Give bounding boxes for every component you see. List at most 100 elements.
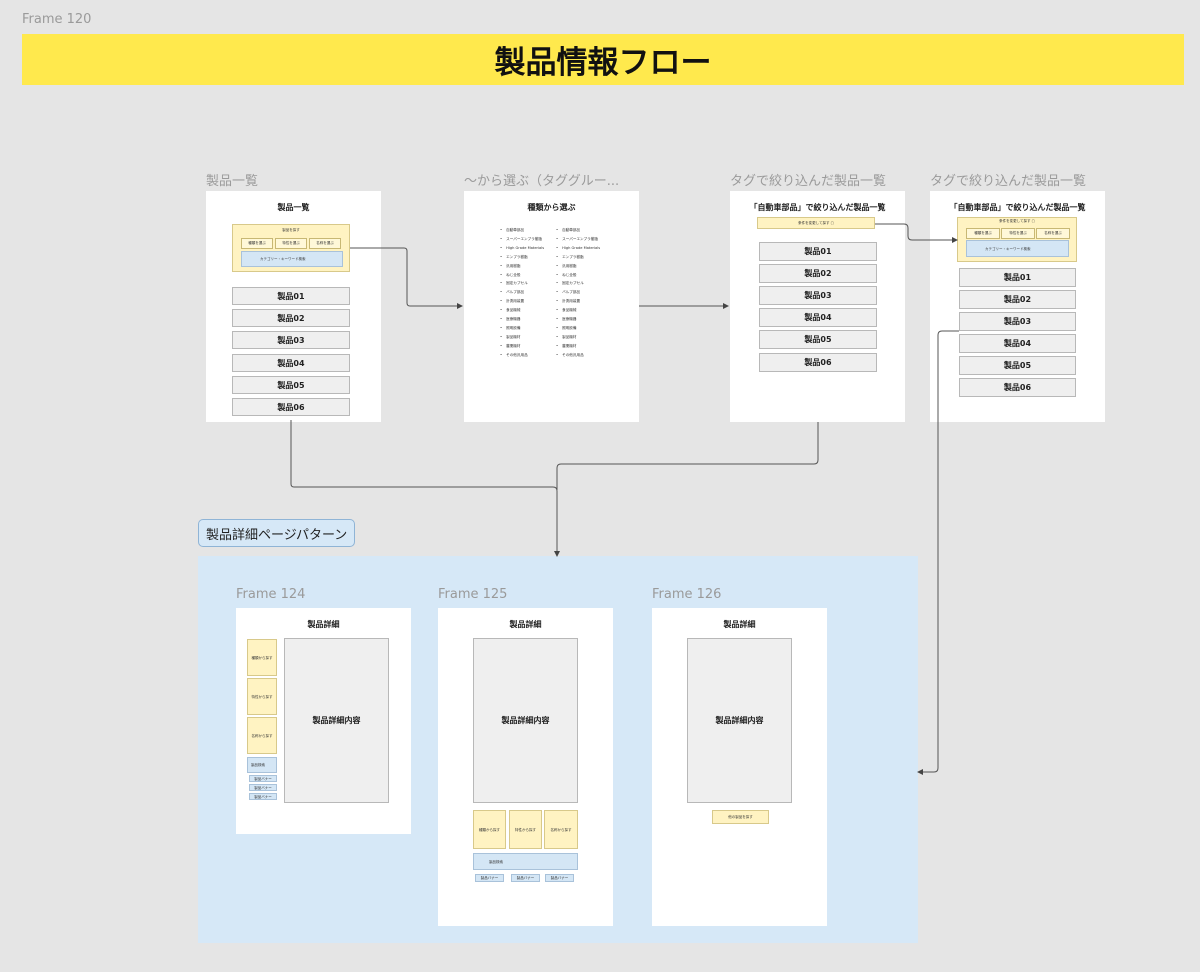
tag-list-item[interactable]: 自動車部品 [500, 228, 524, 233]
tag-list-item[interactable]: ねじ全般 [500, 273, 520, 278]
product-item[interactable]: 製品03 [232, 331, 350, 349]
tag-list-item[interactable]: ねじ全般 [556, 273, 576, 278]
keyword-search-input[interactable]: カテゴリー・キーワード検索 [241, 251, 343, 267]
detail-content-area: 製品詳細内容 [473, 638, 578, 803]
tag-list-item[interactable]: その他汎用品 [500, 353, 528, 358]
detail-frame-126: 製品詳細 製品詳細内容 他の製品を探す [652, 608, 827, 926]
search-by-trait-button[interactable]: 特性から探す [509, 810, 542, 849]
frame-label-filtered-list-1: タグで絞り込んだ製品一覧 [730, 174, 887, 189]
product-item[interactable]: 製品06 [759, 353, 877, 372]
tag-list-item[interactable]: 照明設備 [556, 326, 576, 331]
tag-list-item[interactable]: 汎用樹脂 [556, 264, 576, 269]
find-other-products-button[interactable]: 他の製品を探す [712, 810, 769, 824]
product-item[interactable]: 製品02 [232, 309, 350, 327]
product-item[interactable]: 製品05 [759, 330, 877, 349]
tag-list-item[interactable]: 計測用装置 [500, 299, 524, 304]
tag-list-item[interactable]: スーパーエンプラ樹脂 [556, 237, 598, 242]
frame-label-product-list: 製品一覧 [206, 174, 259, 189]
search-by-type-button[interactable]: 種類から探す [473, 810, 506, 849]
product-item[interactable]: 製品05 [232, 376, 350, 394]
product-item[interactable]: 製品05 [959, 356, 1076, 375]
product-banner[interactable]: 製品バナー [249, 793, 277, 800]
search-panel-title: 製品を探す [282, 228, 300, 232]
product-item[interactable]: 製品01 [759, 242, 877, 261]
tag-list-item[interactable]: 汎用樹脂 [500, 264, 520, 269]
product-search-link[interactable]: 製品検索 [247, 757, 277, 773]
expanded-search-panel: 条件を変更して探す ▢ 種類を選ぶ 特性を選ぶ 名称を選ぶ カテゴリー・キーワー… [957, 217, 1077, 262]
product-search-panel: 製品を探す 種類を選ぶ 特性を選ぶ 名称を選ぶ カテゴリー・キーワード検索 [232, 224, 350, 272]
tag-list-item[interactable]: 計測用装置 [556, 299, 580, 304]
tag-list-item[interactable]: エンプラ樹脂 [556, 255, 583, 260]
tag-list-item[interactable]: バルブ部品 [556, 290, 580, 295]
tag-list-item[interactable]: High Grade Materials [500, 246, 544, 250]
trait-select-button[interactable]: 特性を選ぶ [1001, 228, 1035, 239]
frame-title: 「自動車部品」で絞り込んだ製品一覧 [949, 203, 1086, 212]
search-by-trait-button[interactable]: 特性から探す [247, 678, 277, 715]
search-by-name-button[interactable]: 名称から探す [247, 717, 277, 754]
frame-title: 製品詳細 [723, 620, 756, 629]
name-select-button[interactable]: 名称を選ぶ [1036, 228, 1070, 239]
product-item[interactable]: 製品03 [959, 312, 1076, 331]
search-by-type-button[interactable]: 種類から探す [247, 639, 277, 676]
filtered-list-frame-2: 「自動車部品」で絞り込んだ製品一覧 条件を変更して探す ▢ 種類を選ぶ 特性を選… [930, 191, 1105, 422]
tag-list-item[interactable]: その他汎用品 [556, 353, 584, 358]
tag-list-item[interactable]: 食品機械 [500, 308, 520, 313]
tag-list-item[interactable]: 農業機材 [500, 344, 520, 349]
flow-arrow-expanded-to-detail [917, 330, 959, 775]
canvas-frame-label: Frame 120 [22, 12, 92, 27]
type-select-button[interactable]: 種類を選ぶ [966, 228, 1000, 239]
keyword-search-input[interactable]: カテゴリー・キーワード検索 [966, 240, 1069, 257]
product-item[interactable]: 製品06 [959, 378, 1076, 397]
product-item[interactable]: 製品04 [759, 308, 877, 327]
type-select-frame: 種類から選ぶ 自動車部品スーパーエンプラ樹脂High Grade Materia… [464, 191, 639, 422]
tag-list-item[interactable]: 食品機械 [556, 308, 576, 313]
frame-label-125: Frame 125 [438, 587, 508, 602]
product-search-bar[interactable]: 製品検索 [473, 853, 578, 870]
page-title: 製品情報フロー [494, 45, 712, 81]
frame-label-124: Frame 124 [236, 587, 306, 602]
tag-list-item[interactable]: 固定カプセル [556, 281, 584, 286]
tag-list-item[interactable]: エンプラ樹脂 [500, 255, 527, 260]
product-item[interactable]: 製品04 [232, 354, 350, 372]
product-item[interactable]: 製品02 [759, 264, 877, 283]
tag-list-item[interactable]: 照明設備 [500, 326, 520, 331]
search-by-name-button[interactable]: 名称から探す [544, 810, 578, 849]
tag-list-item[interactable]: 製品機材 [556, 335, 576, 340]
tag-list-item[interactable]: 固定カプセル [500, 281, 528, 286]
frame-label-126: Frame 126 [652, 587, 722, 602]
detail-content-area: 製品詳細内容 [687, 638, 792, 803]
product-banner[interactable]: 製品バナー [511, 874, 540, 882]
product-banner[interactable]: 製品バナー [545, 874, 574, 882]
tag-list-item[interactable]: High Grade Materials [556, 246, 600, 250]
section-label: 製品詳細ページパターン [198, 519, 356, 547]
tag-list-item[interactable]: 医療機器 [556, 317, 576, 322]
product-item[interactable]: 製品01 [232, 287, 350, 305]
product-banner[interactable]: 製品バナー [249, 784, 277, 791]
frame-title: 製品詳細 [307, 620, 340, 629]
product-item[interactable]: 製品01 [959, 268, 1076, 287]
title-banner: 製品情報フロー [22, 34, 1184, 85]
product-item[interactable]: 製品06 [232, 398, 350, 416]
tag-list-item[interactable]: 医療機器 [500, 317, 520, 322]
product-list-frame: 製品一覧 製品を探す 種類を選ぶ 特性を選ぶ 名称を選ぶ カテゴリー・キーワード… [206, 191, 381, 422]
frame-title: 製品一覧 [277, 203, 310, 212]
product-banner[interactable]: 製品バナー [475, 874, 504, 882]
detail-content-area: 製品詳細内容 [284, 638, 389, 803]
trait-select-button[interactable]: 特性を選ぶ [275, 238, 307, 249]
detail-frame-125: 製品詳細 製品詳細内容 種類から探す 特性から探す 名称から探す 製品検索 製品… [438, 608, 613, 926]
type-select-button[interactable]: 種類を選ぶ [241, 238, 273, 249]
tag-list-item[interactable]: スーパーエンプラ樹脂 [500, 237, 542, 242]
tag-list-item[interactable]: 農業機材 [556, 344, 576, 349]
flow-arrow-filtered-to-expanded [875, 223, 958, 243]
name-select-button[interactable]: 名称を選ぶ [309, 238, 341, 249]
product-item[interactable]: 製品03 [759, 286, 877, 305]
tag-list-item[interactable]: 自動車部品 [556, 228, 580, 233]
product-banner[interactable]: 製品バナー [249, 775, 277, 782]
product-item[interactable]: 製品04 [959, 334, 1076, 353]
change-condition-button[interactable]: 条件を変更して探す ▢ [757, 217, 875, 229]
detail-frame-124: 製品詳細 種類から探す 特性から探す 名称から探す 製品検索 製品バナー 製品バ… [236, 608, 411, 834]
product-item[interactable]: 製品02 [959, 290, 1076, 309]
tag-list-item[interactable]: バルブ部品 [500, 290, 524, 295]
tag-list-item[interactable]: 製品機材 [500, 335, 520, 340]
